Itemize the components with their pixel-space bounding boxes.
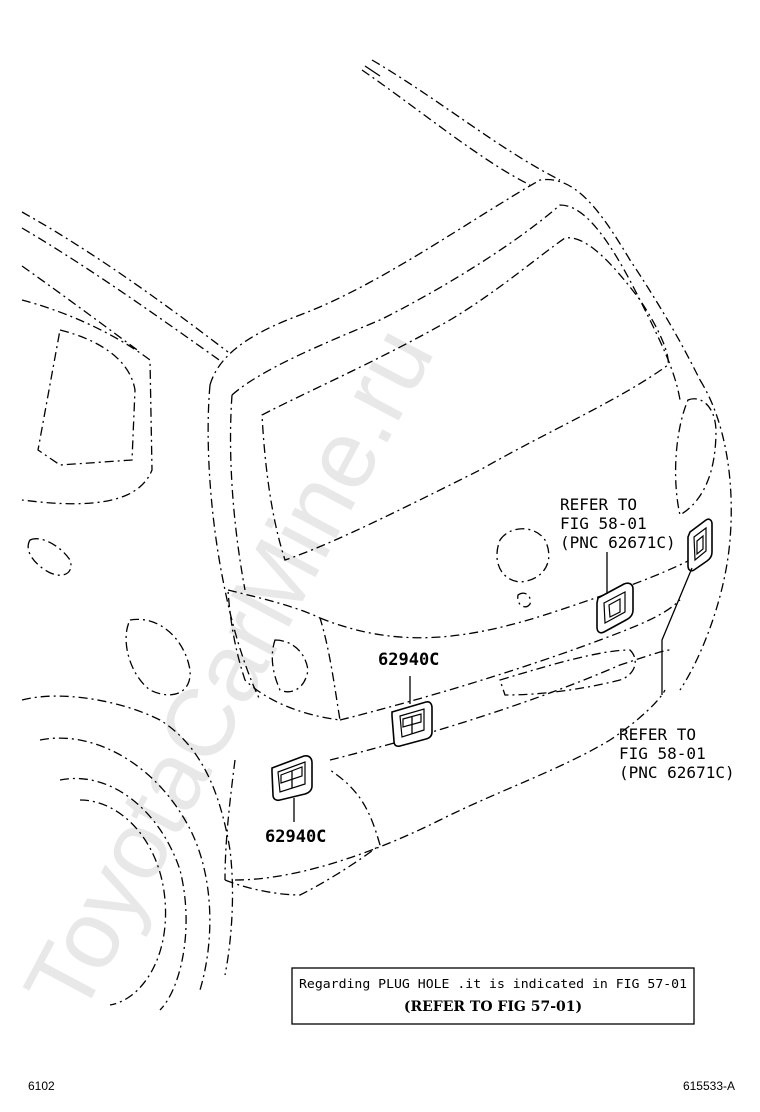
refer-upper-line3: (PNC 62671C) — [560, 533, 676, 552]
note-line2[interactable]: (REFER TO FIG 57-01) — [404, 999, 582, 1015]
fuel-lid — [125, 618, 191, 696]
door-handle — [27, 538, 72, 576]
right-tail-lamp — [674, 398, 717, 517]
refer-lower-line1: REFER TO — [619, 725, 696, 744]
part-62940c-upper[interactable] — [391, 701, 433, 748]
figure-code-left: 6102 — [28, 1079, 55, 1093]
rear-wheel — [21, 695, 234, 1011]
figure-code-right: 615533-A — [683, 1079, 735, 1093]
label-62940c-lower: 62940C — [265, 827, 326, 847]
refer-upper-line1: REFER TO — [560, 495, 637, 514]
roof-lines — [361, 59, 561, 186]
roof-left — [21, 211, 229, 363]
part-62671c-upper[interactable] — [596, 582, 634, 634]
refer-lower: REFER TO FIG 58-01 (PNC 62671C) — [619, 725, 735, 782]
right-body-side — [679, 379, 732, 691]
note-box: Regarding PLUG HOLE .it is indicated in … — [291, 967, 695, 1025]
emblem — [496, 528, 550, 583]
hatch-outline — [207, 178, 701, 701]
note-line1: Regarding PLUG HOLE .it is indicated in … — [299, 977, 687, 991]
part-62671c-lower[interactable] — [687, 518, 713, 572]
refer-upper-line2: FIG 58-01 — [560, 514, 647, 533]
refer-lower-line2: FIG 58-01 — [619, 744, 706, 763]
refer-lower-line3: (PNC 62671C) — [619, 763, 735, 782]
watermark: ToyotaCarMine.ru — [4, 311, 454, 1030]
refer-upper: REFER TO FIG 58-01 (PNC 62671C) — [560, 495, 676, 552]
rear-window — [261, 237, 669, 561]
left-tail-lamp — [227, 589, 341, 721]
label-62940c-upper: 62940C — [378, 650, 439, 670]
side-window — [21, 299, 153, 505]
part-62940c-lower[interactable] — [271, 755, 313, 802]
leader-lower-62671c — [661, 567, 693, 695]
